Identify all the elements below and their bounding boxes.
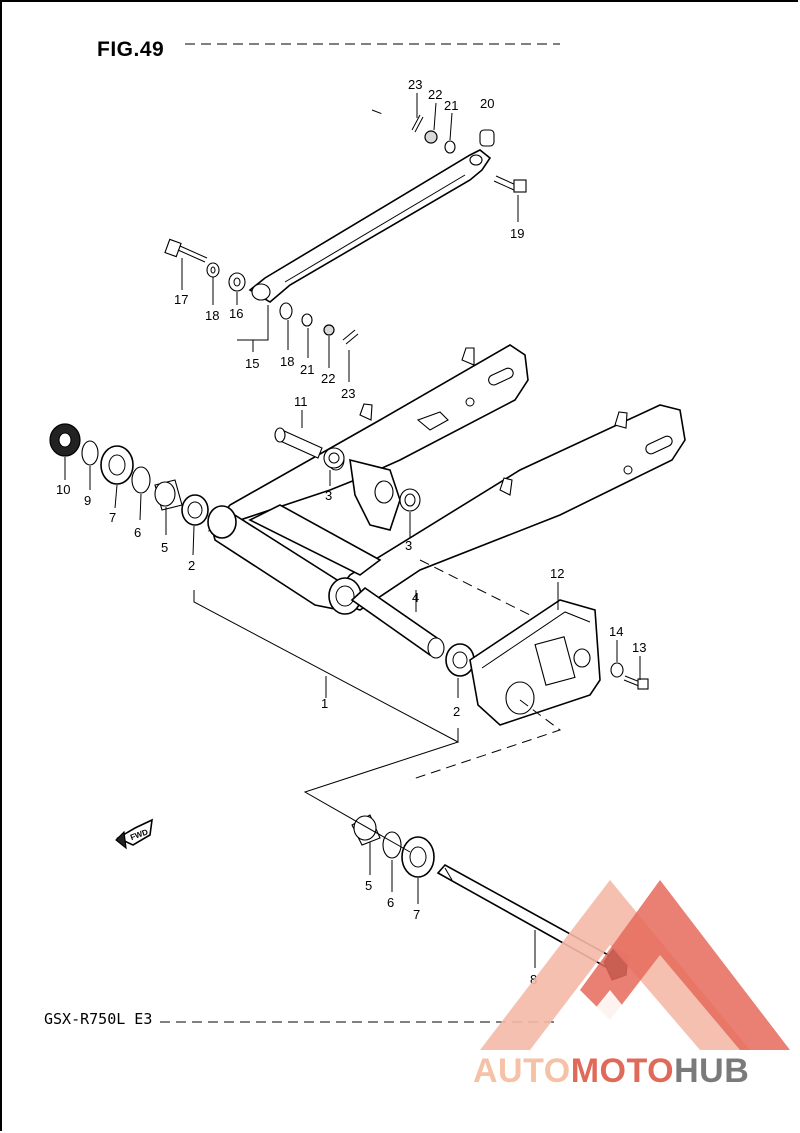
callout-11: 11 <box>294 394 308 409</box>
callout-1: 1 <box>321 696 328 711</box>
shaft-axis-dash-lower <box>409 699 562 781</box>
callout-21-top: 21 <box>444 98 458 113</box>
bolt-19 <box>493 175 527 193</box>
model-code: GSX-R750L E3 <box>44 1010 152 1028</box>
washer-14 <box>610 662 624 678</box>
dust-seal-7-left <box>100 445 134 485</box>
swingarm-body <box>207 344 686 615</box>
model-code-text: GSX-R750L E3 <box>44 1010 153 1028</box>
chain-adjuster-plate-12 <box>469 599 601 726</box>
spacer-11 <box>274 427 323 459</box>
collar-16 <box>228 272 246 292</box>
callout-23-lower: 23 <box>341 386 355 401</box>
spacer-5-left <box>154 479 183 511</box>
washer-6-lower <box>382 831 402 859</box>
logo-triangle-inner-icon <box>570 990 650 1040</box>
callout-3-right: 3 <box>405 538 412 553</box>
automotohub-wordmark: AUTOMOTOHUB <box>473 1052 749 1091</box>
callout-8: 8 <box>530 972 537 987</box>
callout-10: 10 <box>56 482 70 497</box>
nut-22-lower <box>323 324 335 336</box>
shaft-axis-dash-upper <box>419 559 531 616</box>
bushing-3-left <box>323 447 345 469</box>
callout-22-lower: 22 <box>321 371 335 386</box>
wordmark-auto: AUTO <box>473 1052 571 1090</box>
callout-14: 14 <box>609 624 623 639</box>
top-small-dash <box>371 109 386 116</box>
callout-2-right: 2 <box>453 704 460 719</box>
sleeve-4 <box>350 586 445 659</box>
callout-23-top: 23 <box>408 77 422 92</box>
bolt-13 <box>623 675 649 690</box>
callout-6-lower: 6 <box>387 895 394 910</box>
callout-4: 4 <box>412 590 419 605</box>
figure-title: FIG.49 <box>97 38 165 61</box>
bolt-17 <box>164 238 208 263</box>
callout-5-lower: 5 <box>365 878 372 893</box>
logo-triangle-left-icon <box>480 880 750 1050</box>
automotohub-logo <box>480 880 790 1050</box>
callout-18-top: 18 <box>205 308 219 323</box>
washer-9 <box>81 440 99 466</box>
callout-20: 20 <box>480 96 494 111</box>
callout-9: 9 <box>84 493 91 508</box>
washer-21-top <box>444 140 456 154</box>
callout-7-left: 7 <box>109 510 116 525</box>
wordmark-hub: HUB <box>674 1052 750 1090</box>
wordmark-moto: MOTO <box>570 1052 675 1090</box>
spacer-5-lower <box>351 814 381 846</box>
callout-6-left: 6 <box>134 525 141 540</box>
callout-12: 12 <box>550 566 564 581</box>
callout-15: 15 <box>245 356 259 371</box>
callout-18-lower: 18 <box>280 354 294 369</box>
leader-lines <box>64 93 641 968</box>
nut-22-top <box>424 130 438 144</box>
callout-13: 13 <box>632 640 646 655</box>
callout-labels: 23 22 21 20 19 17 18 16 15 18 21 22 23 1… <box>56 77 646 987</box>
fwd-arrow-icon: FWD <box>115 818 153 850</box>
callout-7-lower: 7 <box>413 907 420 922</box>
callout-21-lower: 21 <box>300 362 314 377</box>
dust-seal-7-lower <box>401 836 435 878</box>
callout-22-top: 22 <box>428 87 442 102</box>
callout-19: 19 <box>510 226 524 241</box>
callout-3-left: 3 <box>325 488 332 503</box>
callout-2-left: 2 <box>188 558 195 573</box>
bushing-3-right <box>399 488 421 512</box>
cotter-pin-23-top <box>411 114 424 133</box>
callout-5-left: 5 <box>161 540 168 555</box>
washer-21-lower <box>301 313 313 327</box>
callout-17: 17 <box>174 292 188 307</box>
cotter-pin-23-lower <box>342 329 359 345</box>
logo-triangle-right-icon <box>580 880 790 1050</box>
washer-6-left <box>131 466 151 494</box>
collar-20 <box>479 129 495 147</box>
torque-link-rod <box>248 149 492 303</box>
washer-18-top <box>206 262 220 278</box>
nut-10 <box>49 423 81 457</box>
callout-16: 16 <box>229 306 243 321</box>
washer-18-lower <box>279 302 293 320</box>
bearing-2-left <box>181 494 209 526</box>
